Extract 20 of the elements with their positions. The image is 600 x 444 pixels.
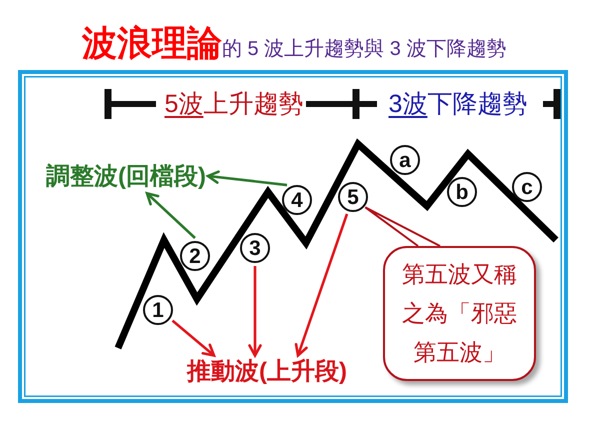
circle-label: 1 [143,295,173,325]
circle-label: a [390,145,420,175]
circle-label: 5 [338,182,368,212]
circle-label: b [447,177,477,207]
circle-label: 2 [180,241,210,271]
arrow [206,170,288,186]
title: 波浪理論的 5 波上升趨勢與 3 波下降趨勢 [82,23,506,65]
arrow [146,192,196,239]
range-label: 3波下降趨勢 [388,89,528,119]
bubble-tail [364,206,440,247]
circle-label: 4 [282,185,312,215]
range-label: 5波上升趨勢 [164,89,304,119]
circle-label: 3 [240,233,270,263]
speech-bubble: 第五波又稱之為「邪惡第五波」 [383,246,536,381]
arrow [248,266,262,357]
wave-label: 推動波(上升段) [187,358,347,386]
circle-label: c [512,172,542,202]
wave-label: 調整波(回檔段) [46,162,206,192]
arrow [172,320,216,357]
arrow [294,214,348,357]
